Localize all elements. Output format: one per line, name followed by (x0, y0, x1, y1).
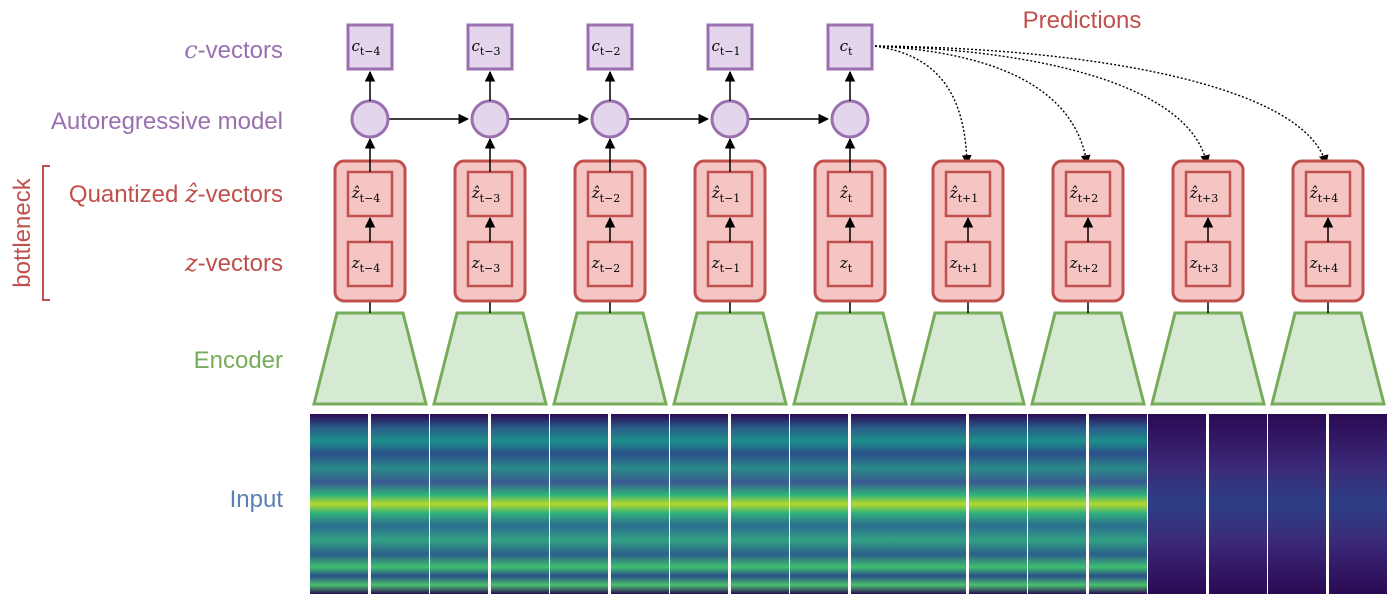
spectrogram-frame (1148, 414, 1206, 594)
past-step-column: ẑt−4 zt−4 ct−4 (310, 23, 429, 594)
autoregressive-node (470, 99, 510, 139)
encoder-block (1270, 311, 1386, 406)
z-symbol: zt−4 (351, 254, 381, 275)
input-label: Input (230, 486, 284, 513)
past-step-column: ẑt−3 zt−3 ct−3 (430, 23, 549, 594)
quantized-z-vectors-label: Quantized ẑ-vectors (69, 180, 283, 208)
spectrogram-frame (851, 414, 909, 594)
z-box (826, 240, 874, 288)
z-hat-symbol: ẑt−3 (471, 184, 501, 205)
z-hat-box (346, 170, 394, 218)
encoder-block (672, 311, 788, 406)
autoregressive-model-label: Autoregressive model (51, 108, 283, 135)
future-step-column: ẑt+1 zt+1 (908, 159, 1027, 594)
future-step-column: ẑt+3 zt+3 (1148, 159, 1267, 594)
spectrogram-frame (550, 414, 608, 594)
z-hat-box (1184, 170, 1232, 218)
future-steps: ẑt+1 zt+1 ẑt+2 zt+2 ẑt+3 zt+3 ẑt+4 zt+4 (908, 159, 1387, 594)
spectrogram-frame (731, 414, 789, 594)
spectrogram-frame (611, 414, 669, 594)
z-hat-symbol: ẑt−4 (351, 184, 381, 205)
prediction-arrows (874, 45, 1329, 165)
z-hat-symbol: ẑt−1 (711, 184, 741, 205)
spectrogram-frame (1268, 414, 1326, 594)
autoregressive-node (350, 99, 390, 139)
encoder-block (1030, 311, 1146, 406)
z-hat-symbol: ẑt+3 (1189, 184, 1219, 205)
z-hat-symbol: ẑt (839, 184, 853, 205)
spectrogram-frame (790, 414, 848, 594)
spectrogram-frame (670, 414, 728, 594)
z-hat-symbol: ẑt+1 (949, 184, 979, 205)
past-step-column: ẑt−1 zt−1 ct−1 (670, 23, 789, 594)
encoder-block (910, 311, 1026, 406)
c-vector-box (706, 23, 754, 71)
predictions-label: Predictions (1023, 7, 1142, 34)
past-step-column: ẑt−2 zt−2 ct−2 (550, 23, 669, 594)
z-hat-box (944, 170, 992, 218)
z-symbol: zt−1 (711, 254, 741, 275)
bottleneck-label: bottleneck (9, 177, 36, 287)
z-hat-box (1304, 170, 1352, 218)
past-step-column: ẑt zt ct (790, 23, 909, 594)
spectrogram-frame (1089, 414, 1147, 594)
z-symbol: zt (839, 254, 853, 275)
past-steps: ẑt−4 zt−4 ct−4 ẑt−3 zt−3 ct−3 ẑt−2 zt−2 ct−2 ẑt−1… (310, 23, 909, 594)
c-symbol: ct−3 (471, 37, 500, 58)
c-symbol: ct−1 (711, 37, 740, 58)
future-step-column: ẑt+4 zt+4 (1268, 159, 1387, 594)
z-symbol: zt+3 (1189, 254, 1219, 275)
future-step-column: ẑt+2 zt+2 (1028, 159, 1147, 594)
z-hat-symbol: ẑt−2 (591, 184, 621, 205)
encoder-block (312, 311, 428, 406)
c-symbol: ct (840, 37, 853, 58)
spectrogram-frame (310, 414, 368, 594)
c-vector-box (586, 23, 634, 71)
spectrogram-frame (1028, 414, 1086, 594)
z-symbol: zt−2 (591, 254, 621, 275)
z-box (346, 240, 394, 288)
spectrogram-frame (430, 414, 488, 594)
autoregressive-node (830, 99, 870, 139)
c-vector-box (346, 23, 394, 71)
spectrogram-frame (908, 414, 966, 594)
spectrogram-frame (371, 414, 429, 594)
c-vector-box (826, 23, 874, 71)
z-symbol: zt+2 (1069, 254, 1099, 275)
c-symbol: ct−2 (591, 37, 620, 58)
c-symbol: ct−4 (351, 37, 380, 58)
z-hat-symbol: ẑt+4 (1309, 184, 1339, 205)
spectrogram-frame (1329, 414, 1387, 594)
encoder-block (432, 311, 548, 406)
c-vector-box (466, 23, 514, 71)
z-symbol: zt−3 (471, 254, 501, 275)
encoder-block (552, 311, 668, 406)
z-vectors-label: z-vectors (184, 249, 283, 277)
spectrogram-frame (491, 414, 549, 594)
c-vectors-label: c-vectors (184, 36, 283, 64)
autoregressive-node (710, 99, 750, 139)
z-hat-box (1064, 170, 1112, 218)
encoder-block (792, 311, 908, 406)
encoder-block (1150, 311, 1266, 406)
bottleneck-bracket: bottleneck (9, 165, 50, 301)
z-symbol: zt+4 (1309, 254, 1339, 275)
spectrogram-frame (969, 414, 1027, 594)
spectrogram-frame (1209, 414, 1267, 594)
z-hat-symbol: ẑt+2 (1069, 184, 1099, 205)
encoder-label: Encoder (194, 347, 283, 374)
autoregressive-node (590, 99, 630, 139)
z-box (706, 240, 754, 288)
z-symbol: zt+1 (949, 254, 979, 275)
